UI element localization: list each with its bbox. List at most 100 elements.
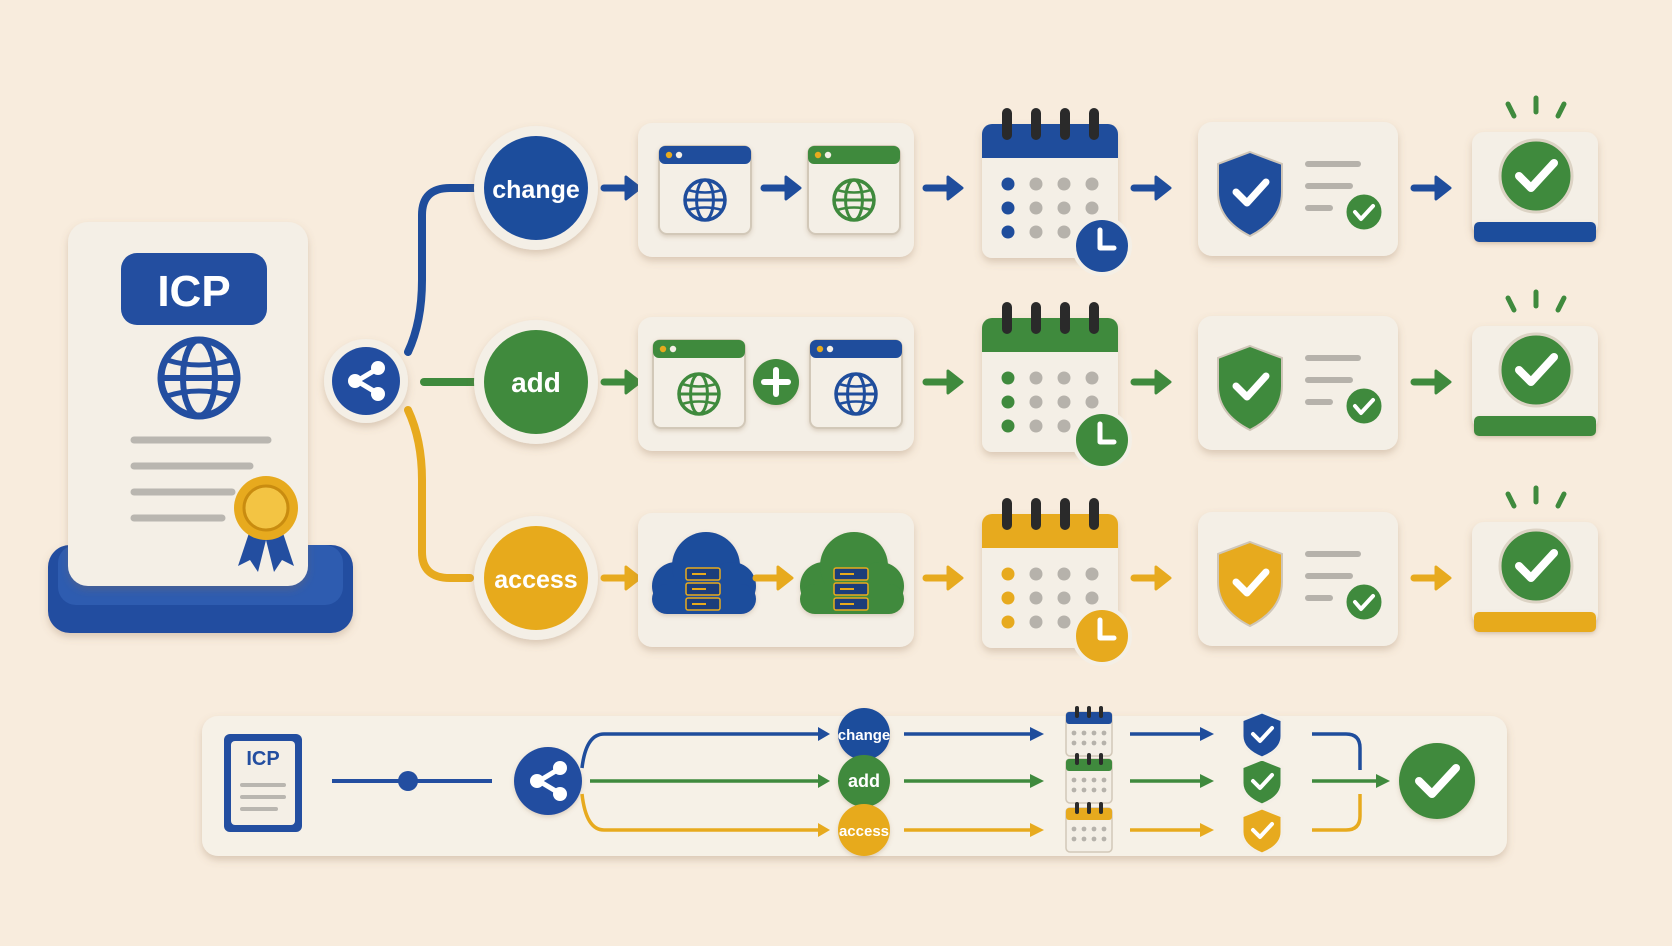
shield-check-card <box>1198 512 1398 646</box>
share-hub <box>324 339 408 423</box>
branch-row-change: change <box>474 95 1598 276</box>
summary-label-text: access <box>839 823 889 840</box>
burst-rays <box>1505 95 1567 119</box>
award-ribbon-icon <box>234 476 298 572</box>
globe-icon <box>832 178 876 222</box>
certificate-badge <box>121 253 267 325</box>
browser-window-icon <box>809 339 903 429</box>
summary-doc-label: ICP <box>246 748 279 770</box>
success-check-icon <box>1472 289 1598 436</box>
check-icon <box>1353 398 1375 415</box>
cloud-server-icon <box>800 532 904 614</box>
check-icon <box>1232 372 1270 401</box>
arrow-icon <box>752 565 794 591</box>
arrow-icon <box>1130 369 1172 395</box>
cloud-server-icon <box>652 532 756 614</box>
globe-icon <box>157 336 241 420</box>
browser-window-icon <box>652 339 746 429</box>
success-check-icon <box>1472 95 1598 242</box>
calendar-clock-icon <box>982 498 1132 666</box>
summary-final-check <box>1399 743 1475 819</box>
connector-access <box>404 406 474 582</box>
branch-rows: change add access <box>474 95 1598 666</box>
summary-calendar-icon <box>1065 753 1113 804</box>
summary-doc-icon: ICP <box>224 734 302 832</box>
share-icon <box>348 361 385 401</box>
success-check-icon <box>1472 485 1598 632</box>
shield-icon <box>1217 150 1283 238</box>
summary-entry-node <box>398 771 418 791</box>
shield-icon <box>1217 540 1283 628</box>
branch-label-add: add <box>474 320 598 444</box>
shield-check-card <box>1198 316 1398 450</box>
summary-calendar-icon <box>1065 706 1113 757</box>
certificate-text-lines <box>130 436 272 522</box>
summary-label-text: add <box>848 771 880 791</box>
summary-lanes: change add access <box>580 706 1390 856</box>
server-icon <box>685 567 721 611</box>
hub-connectors <box>404 184 486 582</box>
check-icon <box>1515 549 1558 582</box>
summary-label-change: change <box>838 708 891 760</box>
branch-row-add: add <box>474 289 1598 470</box>
summary-shield-icon <box>1240 757 1284 807</box>
arrow-icon <box>922 369 964 395</box>
check-icon <box>1353 594 1375 611</box>
connector-change <box>404 184 486 356</box>
arrow-icon <box>1410 369 1452 395</box>
action-card-access <box>638 513 914 647</box>
arrow-icon <box>760 175 802 201</box>
branch-label-text: change <box>492 176 580 204</box>
summary-shield-icon <box>1240 806 1284 856</box>
summary-label-add: add <box>838 755 890 807</box>
arrow-icon <box>1130 175 1172 201</box>
check-icon <box>1353 204 1375 221</box>
burst-rays <box>1505 289 1567 313</box>
arrow-icon <box>600 369 642 395</box>
arrow-icon <box>1410 175 1452 201</box>
icp-certificate: ICP <box>48 222 353 633</box>
plus-icon <box>753 359 799 405</box>
summary-share-icon <box>514 747 582 815</box>
summary-lane-access: access <box>580 793 1362 856</box>
check-icon <box>1515 159 1558 192</box>
check-icon <box>1232 178 1270 207</box>
clock-icon <box>1072 216 1132 276</box>
certificate-label: ICP <box>157 267 230 316</box>
arrow-icon <box>1410 565 1452 591</box>
burst-rays <box>1505 485 1567 509</box>
globe-icon <box>683 178 727 222</box>
shield-check-card <box>1198 122 1398 256</box>
check-icon <box>1232 568 1270 597</box>
summary-bar: ICP change add access <box>202 706 1507 856</box>
globe-icon <box>677 372 721 416</box>
browser-window-icon <box>658 145 752 235</box>
shield-icon <box>1217 344 1283 432</box>
arrow-icon <box>600 175 642 201</box>
branch-label-access: access <box>474 516 598 640</box>
branch-label-change: change <box>474 126 598 250</box>
globe-icon <box>834 372 878 416</box>
summary-calendar-icon <box>1065 802 1113 853</box>
clock-icon <box>1072 410 1132 470</box>
action-card-add <box>638 317 914 451</box>
summary-shield-icon <box>1240 710 1284 760</box>
branch-label-text: add <box>511 367 561 398</box>
branch-row-access: access <box>474 485 1598 666</box>
summary-lane-add: add <box>590 753 1390 807</box>
clock-icon <box>1072 606 1132 666</box>
summary-label-access: access <box>838 804 890 856</box>
branch-label-text: access <box>494 566 577 594</box>
check-icon <box>1515 353 1558 386</box>
arrow-icon <box>1130 565 1172 591</box>
browser-window-icon <box>807 145 901 235</box>
arrow-icon <box>922 175 964 201</box>
calendar-clock-icon <box>982 302 1132 470</box>
arrow-icon <box>922 565 964 591</box>
calendar-clock-icon <box>982 108 1132 276</box>
arrow-icon <box>600 565 642 591</box>
summary-label-text: change <box>838 727 891 744</box>
action-card-change <box>638 123 914 257</box>
server-icon <box>833 567 869 611</box>
